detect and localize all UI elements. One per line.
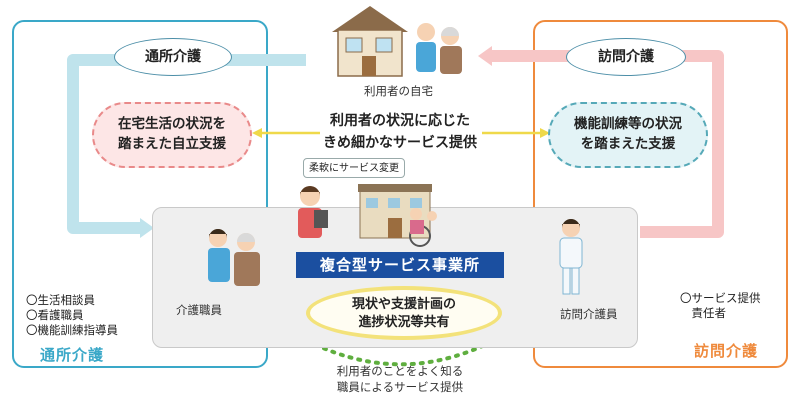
day-care-staff-list: 〇生活相談員 〇看護職員 〇機能訓練指導員	[26, 293, 118, 338]
home-visit-worker-label: 訪問介護員	[560, 307, 618, 321]
day-care-pill: 通所介護	[114, 38, 232, 76]
day-care-staff-item: 〇看護職員	[26, 308, 84, 322]
day-care-support-box: 在宅生活の状況を 踏まえた自立支援	[92, 102, 252, 168]
facility-title: 複合型サービス事業所	[296, 252, 504, 278]
bottom-caption: 利用者のことをよく知る 職員によるサービス提供	[300, 363, 500, 395]
home-visit-pill: 訪問介護	[566, 38, 686, 76]
care-worker-label: 介護職員	[176, 303, 222, 317]
home-visit-worker-icon	[559, 219, 583, 295]
home-visit-support-box: 機能訓練等の状況 を踏まえた支援	[548, 102, 708, 168]
sharing-line-1: 現状や支援計画の	[351, 297, 456, 312]
day-care-frame	[12, 20, 268, 368]
home-visit-staff-item: 〇サービス提供	[680, 291, 761, 305]
home-visit-staff-list: 〇サービス提供 責任者	[680, 291, 761, 321]
center-message-line-1: 利用者の状況に応じた	[330, 113, 470, 129]
day-care-pill-label: 通所介護	[145, 49, 201, 65]
sharing-line-2: 進捗状況等共有	[358, 315, 450, 330]
flexible-change-bubble: 柔軟にサービス変更	[303, 158, 405, 178]
home-label: 利用者の自宅	[364, 84, 433, 98]
bottom-caption-line-1: 利用者のことをよく知る	[336, 364, 464, 378]
home-visit-care-frame	[533, 20, 788, 368]
home-visit-support-line-1: 機能訓練等の状況	[574, 116, 682, 132]
day-care-staff-item: 〇機能訓練指導員	[26, 323, 118, 337]
home-visit-frame-label: 訪問介護	[694, 342, 759, 360]
center-message: 利用者の状況に応じた きめ細かなサービス提供	[312, 110, 488, 154]
center-message-line-2: きめ細かなサービス提供	[323, 135, 477, 151]
day-care-support-line-2: 踏まえた自立支援	[118, 136, 226, 152]
information-sharing-oval: 現状や支援計画の 進捗状況等共有	[306, 286, 502, 340]
home-visit-staff-item: 責任者	[680, 306, 726, 320]
wheelchair-icon	[409, 208, 437, 247]
care-worker-icon	[208, 229, 260, 286]
home-visit-support-line-2: を踏まえた支援	[580, 136, 676, 152]
bottom-caption-line-2: 職員によるサービス提供	[336, 380, 464, 394]
day-care-frame-label: 通所介護	[40, 346, 105, 364]
staff-with-tablet-icon	[298, 186, 328, 238]
day-care-support-line-1: 在宅生活の状況を	[118, 116, 226, 132]
home-illustration-icon	[332, 6, 462, 77]
home-visit-pill-label: 訪問介護	[598, 49, 654, 65]
day-care-staff-item: 〇生活相談員	[26, 293, 95, 307]
